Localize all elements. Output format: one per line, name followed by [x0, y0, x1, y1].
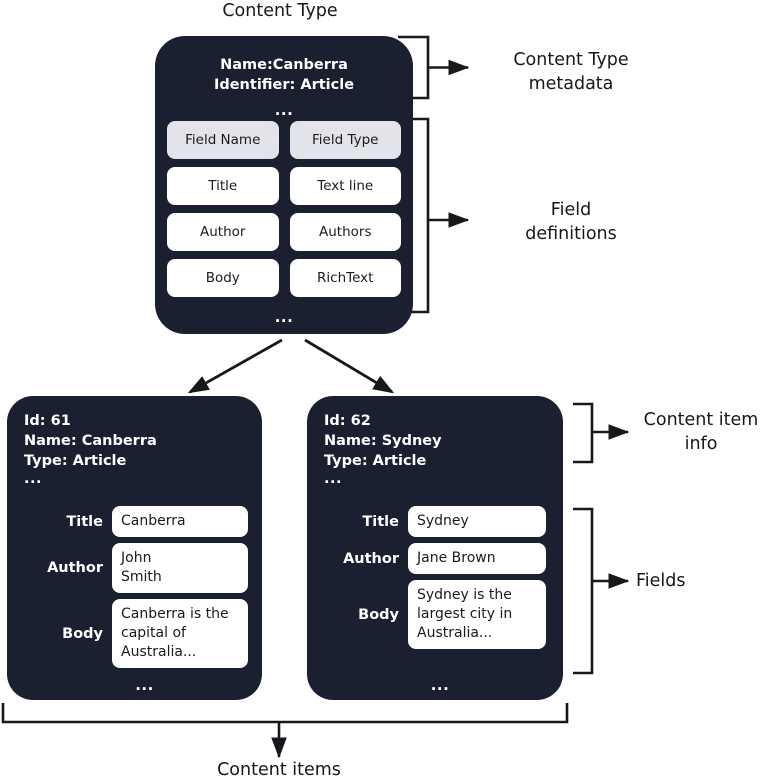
annotation-content-item-info: Content item info [643, 410, 759, 454]
field-type-cell[interactable]: Text line [289, 167, 401, 205]
field-value[interactable]: John Smith [112, 543, 248, 593]
field-value[interactable]: Sydney [408, 506, 546, 537]
content-item-meta: Id: 62 Name: Sydney Type: Article ... [307, 396, 563, 487]
field-type-cell[interactable]: Authors [289, 213, 401, 251]
field-label: Author [47, 560, 103, 576]
content-type-name: Name:Canberra [220, 57, 348, 73]
field-name-cell[interactable]: Body [167, 259, 279, 297]
field-row-author: Author Jane Brown [307, 543, 563, 574]
field-label: Body [62, 625, 103, 642]
field-label: Author [343, 550, 399, 567]
field-name-cell[interactable]: Title [167, 167, 279, 205]
field-definitions-table: Field Name Field Type Title Text line Au… [167, 121, 401, 305]
content-item-type: Type: Article [24, 453, 127, 469]
table-row: Author Authors [167, 213, 401, 251]
field-type-cell[interactable]: RichText [289, 259, 401, 297]
field-name-cell[interactable]: Author [167, 213, 279, 251]
content-item-ellipsis: ... [24, 471, 43, 487]
field-row-body: Body Canberra is the capital of Australi… [7, 599, 262, 668]
field-row-author: Author John Smith [7, 543, 262, 593]
content-type-ellipsis: ... [274, 101, 294, 119]
annotation-content-type-metadata: Content Type metadata [513, 50, 629, 94]
field-value[interactable]: Sydney is the largest city in Australia.… [408, 580, 546, 649]
content-item-name: Name: Sydney [324, 433, 442, 449]
field-row-body: Body Sydney is the largest city in Austr… [307, 580, 563, 649]
bottom-caption: Content items [217, 760, 341, 780]
content-item-id: Id: 61 [24, 413, 71, 429]
field-label: Body [358, 606, 399, 623]
content-item-fields: Title Sydney Author Jane Brown Body Sydn… [307, 506, 563, 655]
content-item-footer-ellipsis: ... [135, 676, 154, 694]
table-row: Body RichText [167, 259, 401, 297]
field-label: Title [66, 513, 103, 530]
field-label: Title [362, 513, 399, 530]
table-row: Title Text line [167, 167, 401, 205]
column-header-field-type[interactable]: Field Type [289, 121, 401, 159]
content-item-type: Type: Article [324, 453, 427, 469]
field-row-title: Title Sydney [307, 506, 563, 537]
content-item-fields: Title Canberra Author John Smith Body Ca… [7, 506, 262, 674]
content-item-card[interactable]: Id: 61 Name: Canberra Type: Article ... … [7, 396, 262, 700]
content-item-ellipsis: ... [324, 471, 343, 487]
top-caption: Content Type [222, 1, 338, 21]
table-header-row: Field Name Field Type [167, 121, 401, 159]
content-item-meta: Id: 61 Name: Canberra Type: Article ... [7, 396, 262, 487]
column-header-field-name[interactable]: Field Name [167, 121, 279, 159]
content-item-footer-ellipsis: ... [430, 676, 450, 694]
content-item-card[interactable]: Id: 62 Name: Sydney Type: Article ... Ti… [307, 396, 563, 700]
content-type-identifier: Identifier: Article [213, 77, 355, 93]
annotation-fields: Fields [636, 571, 686, 591]
field-value[interactable]: Jane Brown [408, 543, 546, 574]
annotation-field-definitions: Field definitions [525, 200, 617, 244]
field-value[interactable]: Canberra [112, 506, 248, 537]
content-type-card[interactable]: Name:Canberra Identifier: Article ... Fi… [155, 36, 413, 334]
content-type-footer-ellipsis: ... [274, 308, 294, 326]
content-item-name: Name: Canberra [24, 433, 157, 449]
content-item-id: Id: 62 [324, 413, 371, 429]
field-value[interactable]: Canberra is the capital of Australia... [112, 599, 248, 668]
field-row-title: Title Canberra [7, 506, 262, 537]
